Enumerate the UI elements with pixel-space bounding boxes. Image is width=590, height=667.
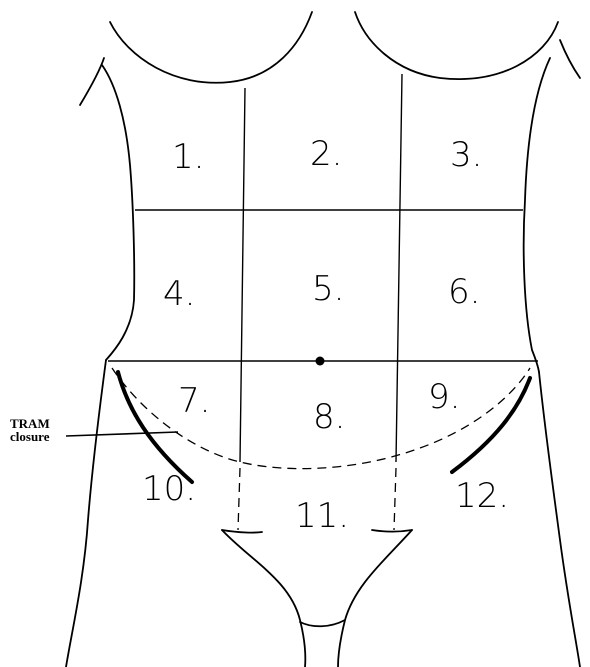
right-shoulder-line	[524, 58, 550, 372]
region-label-6: 6.	[448, 272, 480, 312]
right-flank-incision-mark	[452, 378, 530, 472]
left-inner-thigh-line	[222, 530, 305, 667]
right-inner-thigh-line	[338, 530, 412, 667]
left-hip-line	[66, 360, 106, 667]
region-label-10: 10.	[142, 469, 196, 509]
right-vertical-line	[396, 74, 402, 462]
region-label-1: 1.	[172, 137, 204, 177]
left-breast-line	[110, 12, 312, 83]
right-hip-line	[539, 372, 580, 667]
left-shoulder-line	[102, 65, 134, 360]
right-upper-torso-line	[560, 40, 580, 78]
region-label-5: 5.	[312, 269, 344, 309]
tram-closure-pointer-line	[66, 432, 178, 436]
left-vertical-line	[240, 88, 245, 462]
region-label-7: 7.	[178, 381, 210, 421]
region-label-3: 3.	[450, 135, 482, 175]
region-label-9: 9.	[428, 377, 460, 417]
region-label-2: 2.	[310, 134, 342, 174]
left-dashed-vertical	[238, 468, 240, 530]
region-label-8: 8.	[313, 397, 345, 437]
region-label-11: 11.	[295, 496, 349, 536]
right-dashed-vertical	[394, 468, 396, 530]
left-upper-torso-line	[80, 58, 104, 105]
umbilicus-dot	[316, 357, 325, 366]
region-label-4: 4.	[163, 274, 195, 314]
crotch-curve	[300, 620, 345, 626]
right-breast-line	[355, 12, 558, 79]
annotation-closure: closure	[10, 429, 50, 444]
region-label-12: 12.	[455, 476, 509, 516]
torso-outline	[66, 12, 580, 667]
